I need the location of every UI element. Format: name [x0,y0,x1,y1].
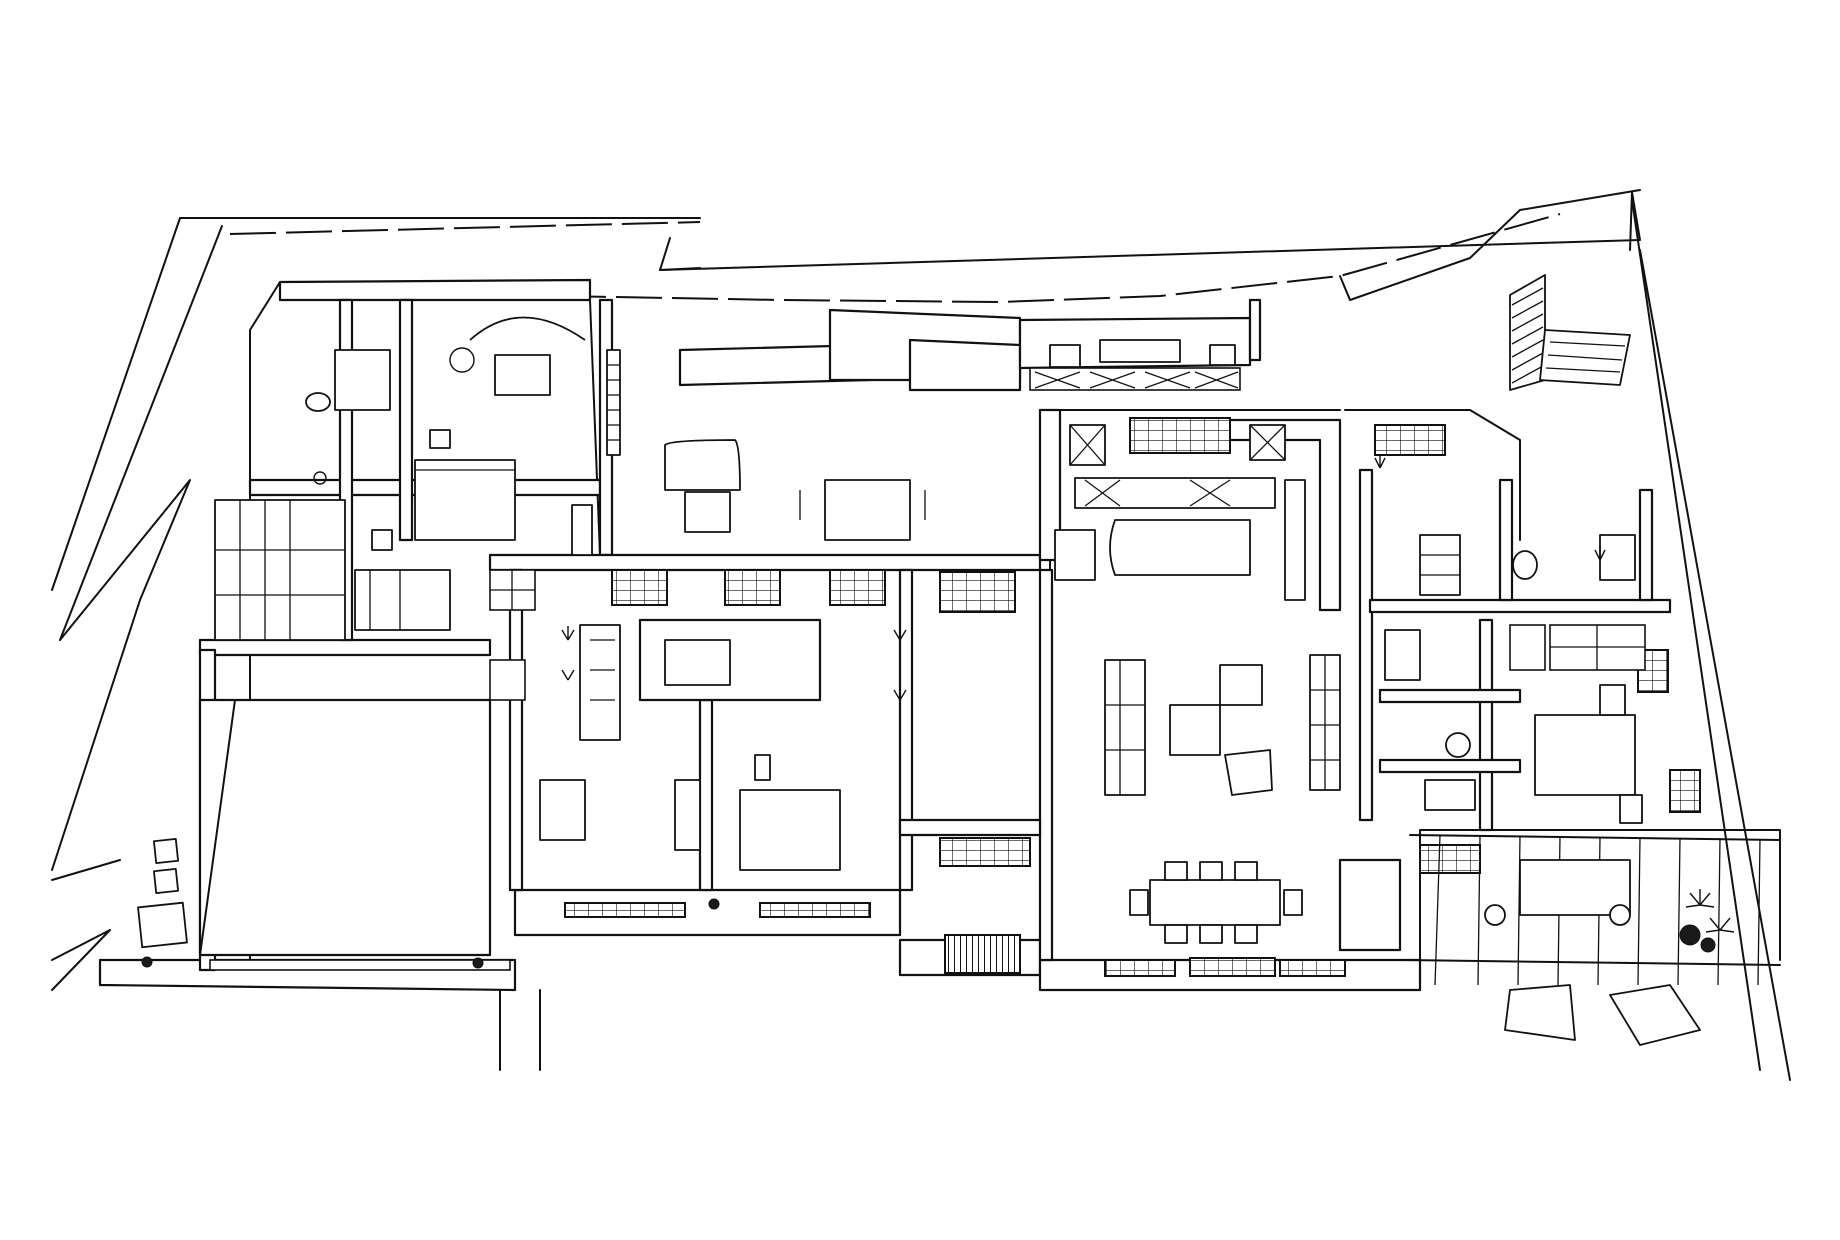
outdoor-chairs [1504,984,1701,1046]
living-area [1104,654,1341,796]
bedroom-right [1384,534,1643,824]
plants [141,454,1735,969]
living-room-upper [571,349,926,556]
pergola [1404,834,1781,986]
bedroom-center [539,624,841,871]
dining-area [1129,861,1303,944]
shutter-screen [1509,274,1631,391]
kitchen [1054,424,1306,601]
site-boundary [51,189,1791,1081]
bedroom-suite-left [305,316,586,551]
closet-left [214,499,451,641]
garden-wall [678,298,1262,392]
windows [489,417,1701,977]
gate-and-garage [137,698,1021,974]
